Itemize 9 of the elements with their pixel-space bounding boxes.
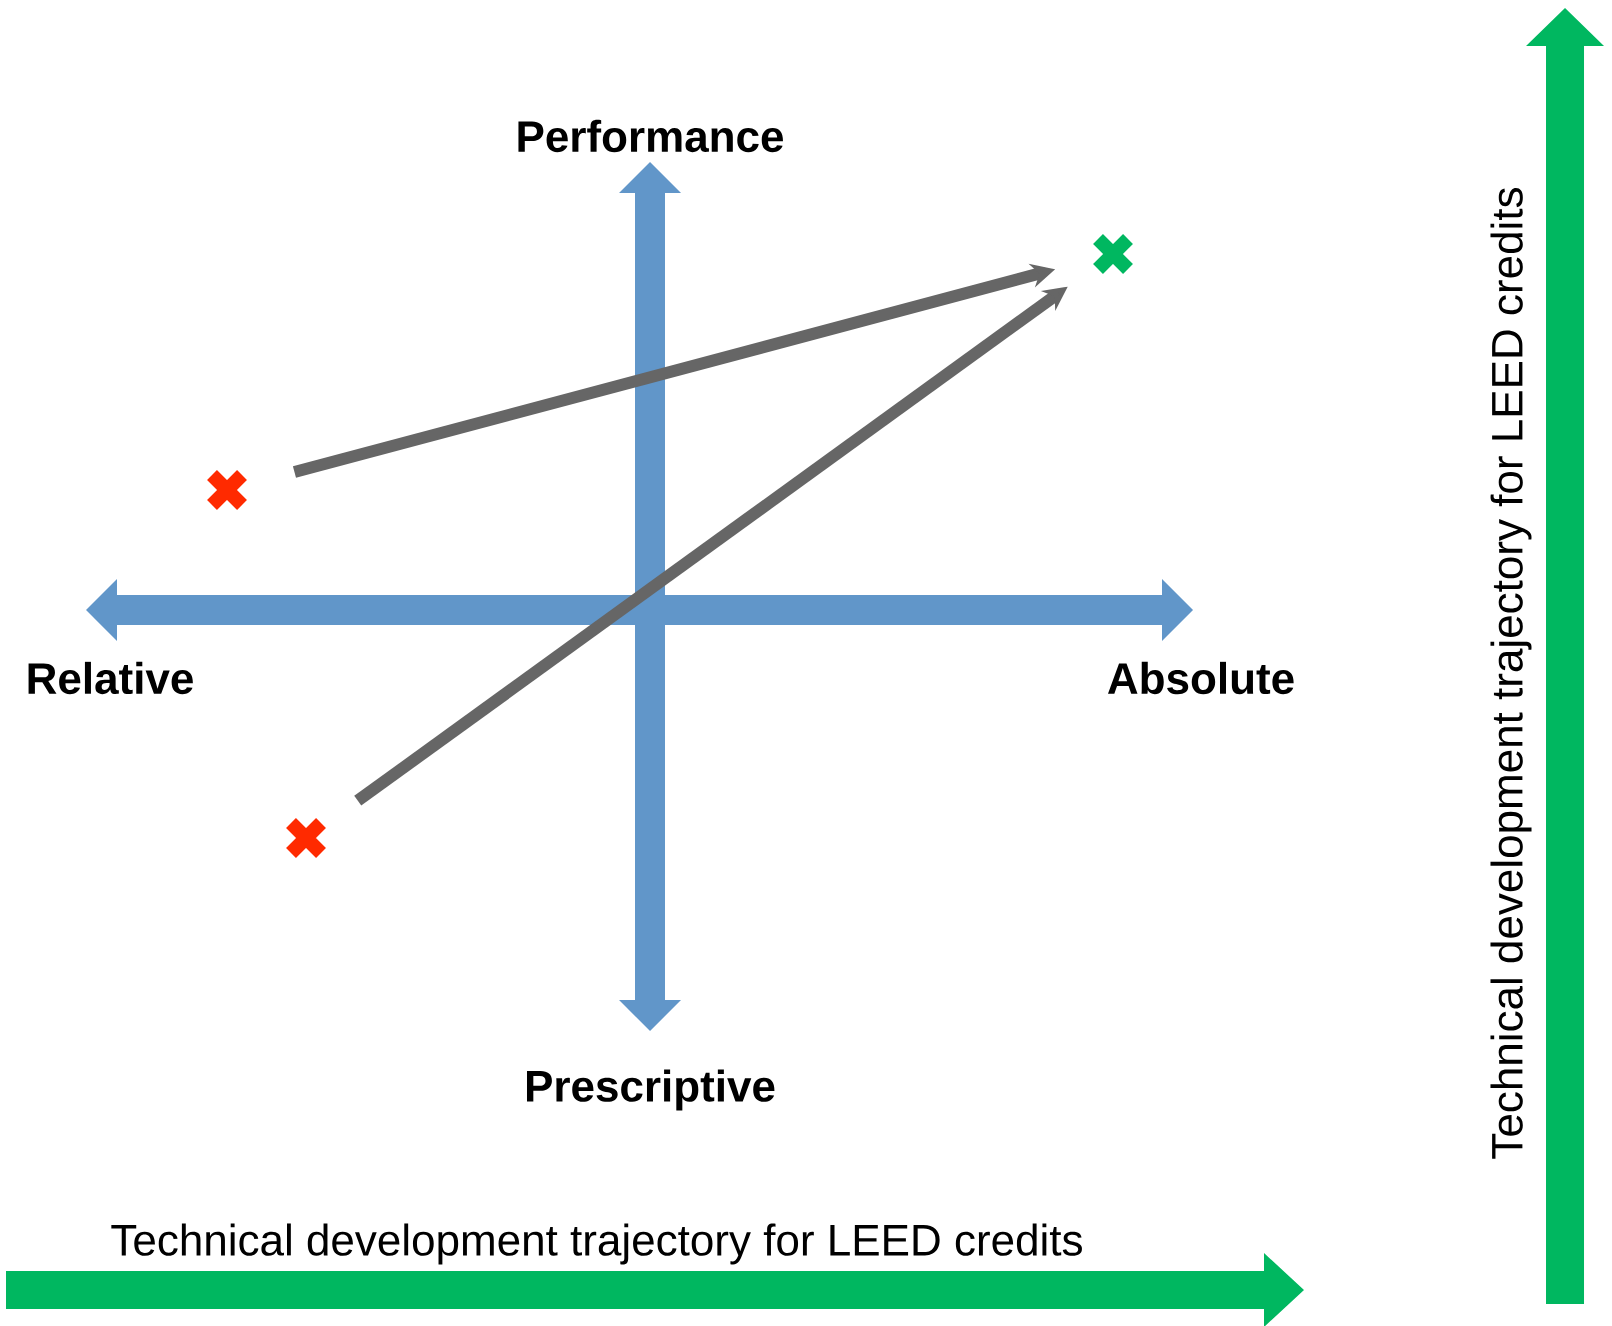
axis-label: Relative — [28, 661, 193, 695]
cross-mark — [284, 816, 328, 860]
cross-mark — [1091, 232, 1135, 276]
axis-label: Prescriptive — [527, 1069, 775, 1111]
arrow-label: Technical development trajectory for LEED credits — [1490, 188, 1532, 1159]
cross-mark — [205, 468, 249, 512]
arrow-label: Technical development trajectory for LEED credits — [111, 1223, 1082, 1265]
axis-label: Absolute — [1108, 661, 1294, 695]
axis-label: Performance — [518, 119, 783, 153]
